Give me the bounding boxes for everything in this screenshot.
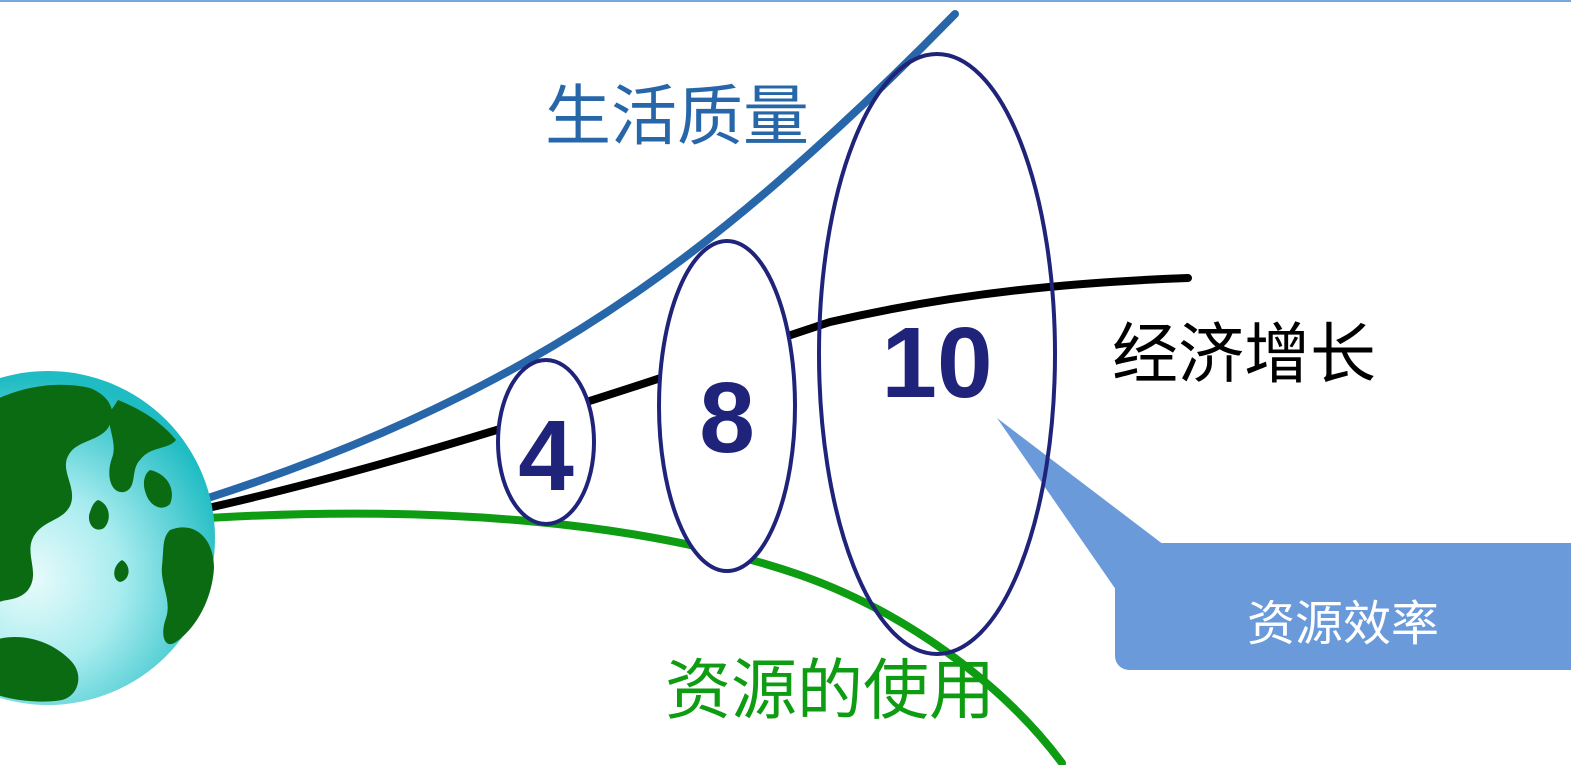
factor-10-ellipse <box>817 52 1057 656</box>
factor-8-label: 8 <box>699 362 755 474</box>
globe-icon <box>0 371 215 705</box>
factor-4-ellipse <box>496 358 596 526</box>
factor-10-label: 10 <box>881 307 992 419</box>
resource-efficiency-label: 资源效率 <box>1247 596 1440 652</box>
factor-8-ellipse <box>657 239 797 573</box>
resource-use-label: 资源的使用 <box>665 652 995 729</box>
factor-4-label: 4 <box>518 400 574 512</box>
economic-growth-label: 经济增长 <box>1112 316 1376 393</box>
resource-use-curve <box>204 509 1066 765</box>
quality-of-life-label: 生活质量 <box>545 78 809 155</box>
callout-box <box>1115 543 1571 670</box>
top-divider <box>0 0 1571 2</box>
